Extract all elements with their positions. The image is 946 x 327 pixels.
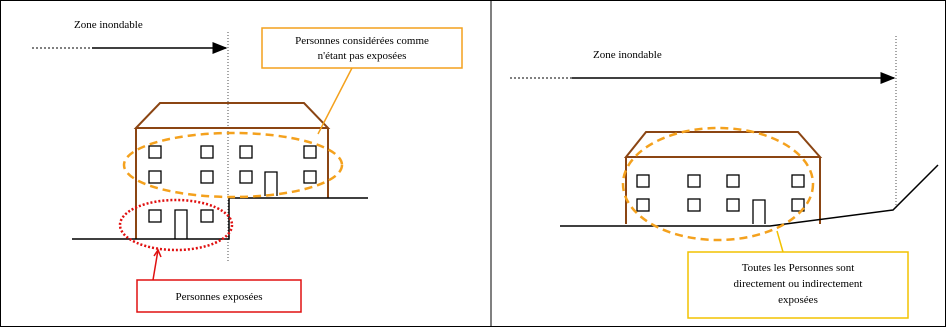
callout-exposed: [136, 279, 302, 313]
callout-not-exposed: [261, 27, 463, 69]
window: [636, 198, 650, 212]
window: [148, 145, 162, 159]
left-windows: [148, 145, 317, 239]
window: [791, 198, 805, 212]
left-zone-label: Zone inondable: [74, 19, 143, 31]
right-zone-label: Zone inondable: [593, 49, 662, 61]
left-building: [133, 102, 331, 239]
callout-not-exposed-line2: n'étant pas exposées: [318, 50, 407, 62]
right-windows: [636, 174, 805, 224]
window: [636, 174, 650, 188]
window: [239, 145, 253, 159]
door: [264, 171, 278, 196]
window: [726, 174, 740, 188]
window: [239, 170, 253, 184]
callout-exposed-pointer-head: [153, 248, 162, 258]
all-exposed-ellipse: [621, 126, 815, 242]
left-panel: Zone inondable: [32, 19, 463, 313]
not-exposed-ellipse: [122, 131, 344, 199]
window: [687, 198, 701, 212]
window: [200, 170, 214, 184]
callout-all-exposed: [687, 251, 909, 319]
left-ground: [72, 197, 368, 240]
exposed-ellipse: [118, 198, 234, 252]
window: [148, 209, 162, 223]
door: [174, 209, 188, 239]
window: [303, 170, 317, 184]
callout-exposed-text: Personnes exposées: [175, 291, 262, 303]
callout-all-exposed-line1: Toutes les Personnes sont: [742, 262, 855, 274]
callout-not-exposed-line1: Personnes considérées comme: [295, 35, 429, 47]
window: [303, 145, 317, 159]
door: [752, 199, 766, 224]
window: [200, 209, 214, 223]
callout-all-exposed-pointer: [776, 230, 784, 253]
callout-all-exposed-line3: exposées: [778, 294, 818, 306]
right-ground: [560, 164, 939, 227]
right-building: [623, 131, 823, 224]
window: [791, 174, 805, 188]
window: [726, 198, 740, 212]
window: [687, 174, 701, 188]
callout-not-exposed-pointer: [317, 67, 353, 135]
right-panel: Zone inondable Toutes les Person: [510, 36, 939, 319]
callout-all-exposed-line2: directement ou indirectement: [734, 278, 863, 290]
window: [200, 145, 214, 159]
callout-exposed-pointer: [152, 249, 159, 281]
left-roof: [133, 102, 331, 129]
right-roof: [623, 131, 823, 158]
window: [148, 170, 162, 184]
